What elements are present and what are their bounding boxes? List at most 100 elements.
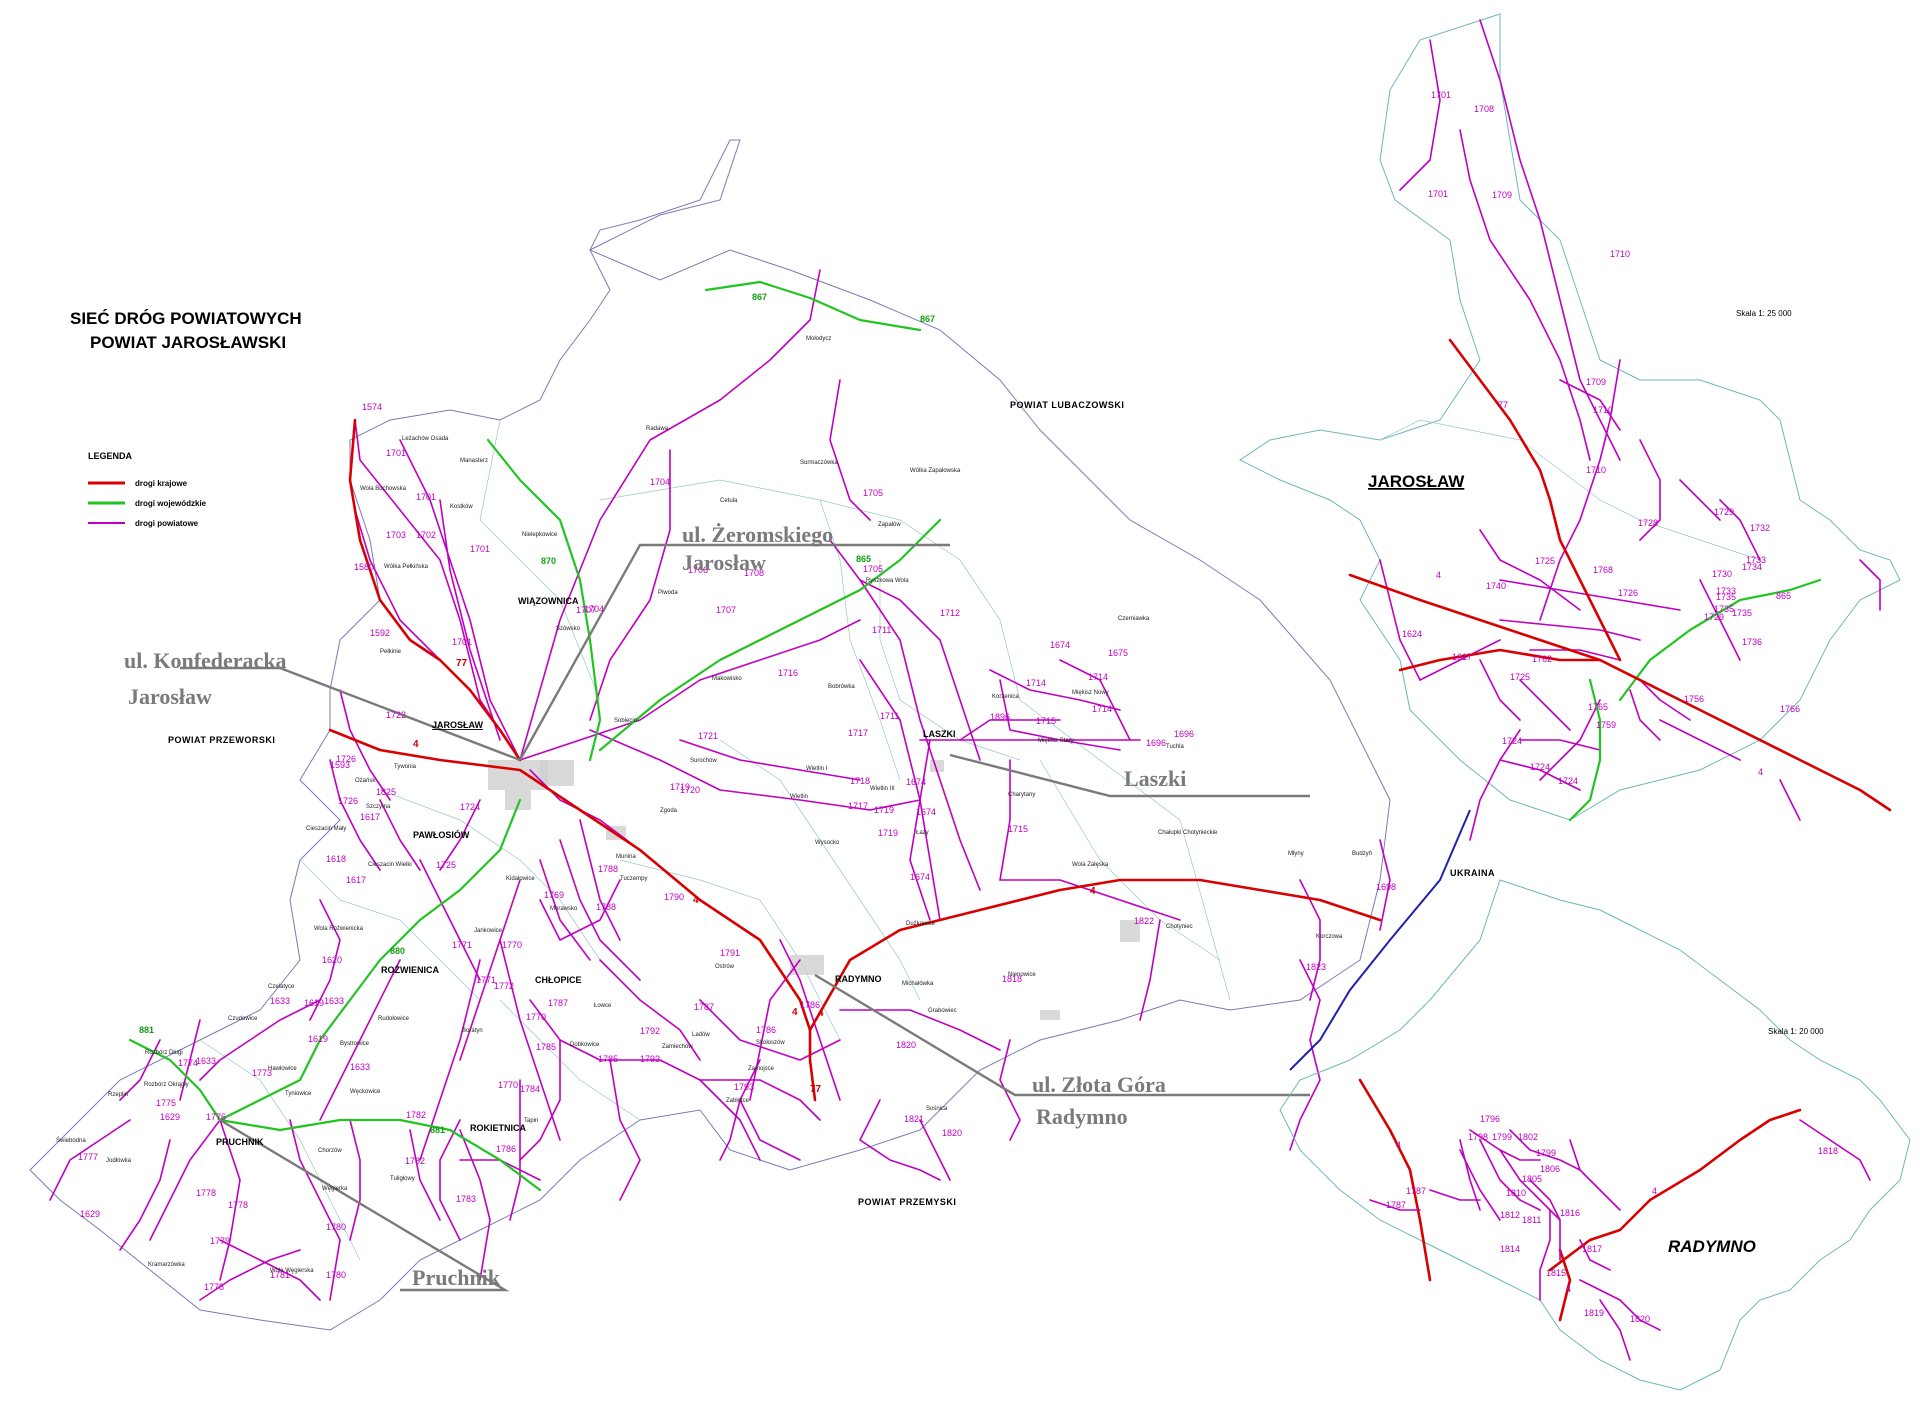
road-number-powiatowa: 1779: [210, 1236, 230, 1246]
village-label: Dobkowice: [570, 1042, 600, 1048]
inset-road-number: 1701: [1428, 189, 1448, 199]
village-label: Zamiechów: [662, 1044, 693, 1050]
inset-radymno-title: RADYMNO: [1668, 1237, 1756, 1256]
village-label: Nielepkowice: [522, 532, 558, 538]
road-number-powiatowa: 1725: [436, 860, 456, 870]
inset-road-number: 1816: [1560, 1208, 1580, 1218]
village-label: Miękisz Stary: [1038, 738, 1074, 744]
inset-road-number: 1729: [1704, 612, 1724, 622]
road-number-powiatowa: 1675: [1108, 648, 1128, 658]
inset-road-number: 1724: [1530, 762, 1550, 772]
road-number-powiatowa: 1778: [204, 1282, 224, 1292]
inset-road-number: 1725: [1510, 672, 1530, 682]
village-label: Wietlin: [790, 794, 808, 800]
road-number-powiatowa: 1778: [196, 1188, 216, 1198]
village-label: Wietlin III: [870, 786, 895, 792]
village-label: Młyny: [1288, 851, 1304, 857]
road-number-wojewodzka: 865: [856, 554, 871, 564]
road-number-powiatowa: 1706: [688, 565, 708, 575]
road-number-powiatowa: 1778: [228, 1200, 248, 1210]
road-number-powiatowa: 1724: [460, 802, 480, 812]
road-number-powiatowa: 1719: [878, 828, 898, 838]
road-number-powiatowa: 1701: [470, 544, 490, 554]
village-label: Czelatyce: [268, 984, 295, 990]
inset-road-number: 1734: [1742, 562, 1762, 572]
road-number-powiatowa: 1777: [78, 1152, 98, 1162]
village-label: Wola Buchowska: [360, 486, 407, 492]
road-number-powiatowa: 1896: [990, 712, 1010, 722]
roads-wojewodzkie: [128, 280, 942, 1192]
gmina-pruchnik: PRUCHNIK: [216, 1137, 264, 1147]
road-number-powiatowa: 1719: [874, 805, 894, 815]
inset-road-number: 1624: [1402, 629, 1422, 639]
road-number-powiatowa: 1775: [156, 1098, 176, 1108]
road-number-krajowa: 77: [456, 658, 468, 669]
road-number-powiatowa: 1769: [544, 890, 564, 900]
inset-road-number: 1729: [1714, 507, 1734, 517]
gmina-rokietnica: ROKIETNICA: [470, 1123, 527, 1133]
village-label: Chałupki Chotynieckie: [1158, 830, 1218, 836]
title-line1: SIEĆ DRÓG POWIATOWYCH: [70, 309, 302, 328]
road-number-powiatowa: 1705: [863, 488, 883, 498]
inset-road-number: 1733: [1746, 555, 1766, 565]
road-number-wojewodzka: 881: [430, 1125, 445, 1135]
village-label: Charytany: [1008, 792, 1035, 798]
legend-label-krajowe: drogi krajowe: [135, 479, 188, 488]
road-number-powiatowa: 1696: [1146, 738, 1166, 748]
legend-label-powiatowe: drogi powiatowe: [135, 519, 199, 528]
gmina-rozwienica: ROŻWIENICA: [381, 965, 439, 975]
inset-road-number: 1762: [1532, 654, 1552, 664]
road-number-powiatowa: 1617: [346, 875, 366, 885]
inset-road-number: 865: [1776, 591, 1791, 601]
inset-road-number: 1802: [1518, 1132, 1538, 1142]
road-number-powiatowa: 1705: [863, 564, 883, 574]
village-label: Sobiecin: [614, 718, 637, 724]
road-number-powiatowa: 1786: [496, 1144, 516, 1154]
inset-road-number: 1787: [1386, 1200, 1406, 1210]
inset-road-number: 1710: [1593, 405, 1613, 415]
village-label: Boratyn: [462, 1028, 483, 1034]
road-number-powiatowa: 1780: [326, 1270, 346, 1280]
road-number-powiatowa: 1822: [1134, 916, 1154, 926]
inset-road-number: 1735: [1716, 592, 1736, 602]
inset-road-number: 1735: [1732, 608, 1752, 618]
road-number-powiatowa: 1701: [416, 492, 436, 502]
ukraine-border: [1289, 809, 1471, 1071]
road-number-powiatowa: 1792: [640, 1026, 660, 1036]
village-label: Cieszacin Mały: [306, 826, 346, 832]
road-number-powiatowa: 1711: [872, 625, 891, 635]
road-number-powiatowa: 1619: [308, 1034, 328, 1044]
inset-road-number: 1765: [1588, 702, 1608, 712]
village-label: Kramarzówka: [148, 1262, 185, 1268]
road-number-powiatowa: 1633: [196, 1056, 216, 1066]
village-label: Rozbórz Długi: [145, 1050, 183, 1056]
inset-road-number: 1768: [1593, 565, 1613, 575]
village-label: Korzenica: [992, 694, 1019, 700]
village-label: Czerniawka: [1118, 616, 1150, 622]
inset-road-number: 1732: [1750, 523, 1770, 533]
inset-road-number: 1819: [1584, 1308, 1604, 1318]
village-labels: Leżachów Osada Manasterz Wola Buchowska …: [56, 336, 1372, 1274]
road-number-powiatowa: 1770: [502, 940, 522, 950]
village-label: Surochów: [690, 758, 717, 764]
inset-road-number: 1815: [1546, 1268, 1566, 1278]
road-number-powiatowa: 1784: [520, 1084, 540, 1094]
callout-konfederacka-line2: Jarosław: [128, 684, 212, 709]
inset-road-number: 1806: [1540, 1164, 1560, 1174]
road-number-powiatowa: 1674: [910, 872, 930, 882]
inset-road-number: 1725: [1535, 556, 1555, 566]
callout-zeromskiego-line1: ul. Żeromskiego: [682, 522, 833, 547]
gmina-wiazownica: WIĄZOWNICA: [518, 596, 579, 606]
road-number-powiatowa: 1771: [476, 975, 496, 985]
village-label: Cieszacin Wielki: [368, 862, 412, 868]
village-label: Jankowice: [474, 928, 503, 934]
road-number-powiatowa: 1788: [596, 902, 616, 912]
road-number-powiatowa: 1703: [386, 530, 406, 540]
road-number-powiatowa: 1629: [80, 1209, 100, 1219]
village-label: Michałówka: [902, 981, 934, 987]
village-label: Węckowice: [350, 1089, 381, 1095]
road-number-powiatowa: 1790: [664, 892, 684, 902]
village-label: Mołodycz: [806, 336, 831, 342]
